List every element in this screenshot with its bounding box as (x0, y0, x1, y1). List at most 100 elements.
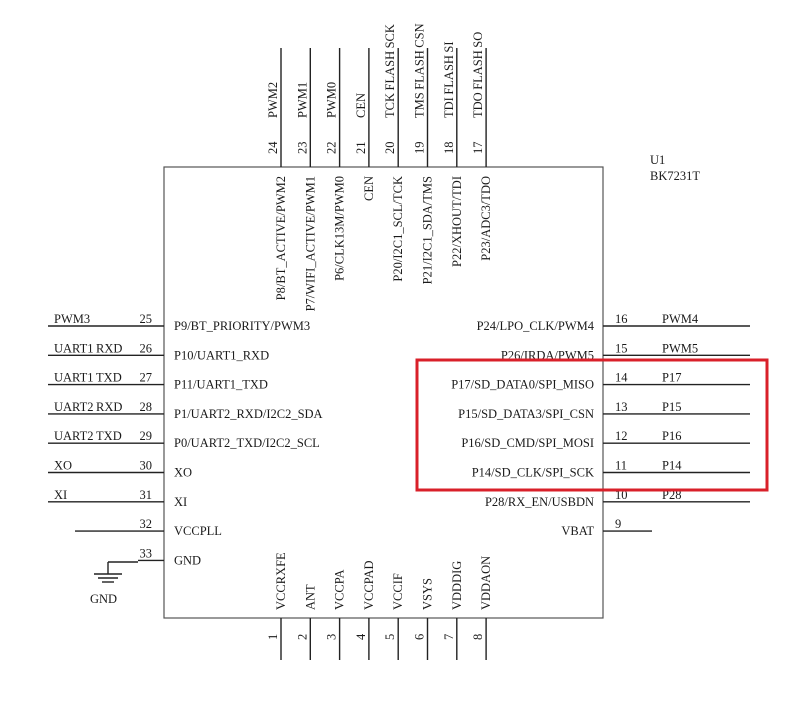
pin-number: 9 (615, 517, 621, 531)
net-label: PWM4 (662, 312, 699, 326)
pin-name: P8/BT_ACTIVE/PWM2 (274, 176, 288, 300)
net-label: UART2 TXD (54, 429, 122, 443)
pin-name: P23/ADC3/TDO (479, 176, 493, 261)
pin-26: 26 UART1 RXD P10/UART1_RXD (48, 341, 269, 362)
net-label: P14 (662, 459, 682, 473)
pin-name: VSYS (421, 578, 435, 610)
pin-name: VDDDIG (450, 561, 464, 610)
pin-name: P14/SD_CLK/SPI_SCK (472, 466, 594, 480)
pin-name: VCCIF (391, 573, 405, 610)
pin-29: 29 UART2 TXD P0/UART2_TXD/I2C2_SCL (48, 429, 320, 450)
net-label: CEN (354, 93, 368, 118)
ic-body (163, 166, 604, 619)
pin-8: 8 VDDAON (471, 556, 493, 660)
pin-name: P17/SD_DATA0/SPI_MISO (451, 378, 594, 392)
pin-number: 23 (295, 142, 309, 155)
pin-name: P20/I2C1_SCL/TCK (391, 176, 405, 282)
net-label: PWM2 (266, 82, 280, 118)
pin-number: 24 (266, 141, 280, 154)
pin-name: P0/UART2_TXD/I2C2_SCL (174, 436, 320, 450)
pin-28: 28 UART2 RXD P1/UART2_RXD/I2C2_SDA (48, 400, 323, 421)
pin-name: P16/SD_CMD/SPI_MOSI (461, 436, 594, 450)
pin-number: 32 (140, 517, 153, 531)
pin-name: VDDAON (479, 556, 493, 610)
pin-number: 26 (140, 341, 153, 355)
pin-name: P15/SD_DATA3/SPI_CSN (458, 407, 594, 421)
ref-designator: U1 (650, 153, 665, 167)
pin-19: 19 TMS FLASH CSN P21/I2C1_SDA/TMS (413, 23, 435, 284)
pin-number: 16 (615, 312, 628, 326)
net-label: UART2 RXD (54, 400, 122, 414)
pin-number: 2 (295, 634, 309, 640)
pin-number: 29 (140, 429, 153, 443)
pin-number: 21 (354, 142, 368, 155)
pin-name: VCCPAD (362, 560, 376, 610)
net-label: TDI FLASH SI (442, 41, 456, 118)
pin-name: GND (174, 553, 201, 567)
pin-name: VCCRXFE (274, 552, 288, 610)
net-label: P16 (662, 429, 681, 443)
pin-number: 20 (383, 142, 397, 155)
pin-number: 28 (140, 400, 153, 414)
net-label: TDO FLASH SO (471, 32, 485, 118)
pin-2: 2 ANT (295, 584, 317, 660)
pin-name: XI (174, 495, 187, 509)
pin-number: 19 (413, 142, 427, 155)
pin-1: 1 VCCRXFE (266, 552, 288, 660)
pin-name: P6/CLK13M/PWM0 (333, 176, 347, 281)
pin-number: 18 (442, 142, 456, 155)
pin-number: 31 (140, 488, 153, 502)
pin-name: P24/LPO_CLK/PWM4 (477, 319, 595, 333)
highlight-box (415, 358, 769, 492)
net-label: TMS FLASH CSN (413, 23, 427, 118)
pin-number: 3 (325, 634, 339, 640)
pin-name: P9/BT_PRIORITY/PWM3 (174, 319, 310, 333)
pin-4: 4 VCCPAD (354, 560, 376, 660)
pin-name: P28/RX_EN/USBDN (485, 495, 594, 509)
pin-name: ANT (303, 584, 317, 610)
pin-name: P21/I2C1_SDA/TMS (421, 176, 435, 284)
net-label: XI (54, 488, 67, 502)
net-label: UART1 RXD (54, 341, 122, 355)
pin-number: 15 (615, 341, 628, 355)
pin-number: 12 (615, 429, 628, 443)
pin-number: 5 (383, 634, 397, 640)
pin-number: 8 (471, 634, 485, 640)
bottom-pin-group: 1VCCRXFE2ANT3VCCPA4VCCPAD5VCCIF6VSYS7VDD… (266, 552, 493, 660)
pin-name: P10/UART1_RXD (174, 348, 269, 362)
pin-name: P22/XHOUT/TDI (450, 176, 464, 267)
ground-symbol: GND (90, 561, 138, 606)
pin-number: 14 (615, 371, 628, 385)
net-label: PWM5 (662, 341, 698, 355)
pin-number: 1 (266, 634, 280, 640)
pin-5: 5 VCCIF (383, 573, 405, 660)
part-number: BK7231T (650, 169, 700, 183)
net-label: PWM3 (54, 312, 90, 326)
pin-name: CEN (362, 176, 376, 201)
net-label: PWM0 (325, 82, 339, 118)
pin-name: P1/UART2_RXD/I2C2_SDA (174, 407, 323, 421)
pin-number: 4 (354, 633, 368, 640)
pin-number: 25 (140, 312, 153, 326)
pin-18: 18 TDI FLASH SI P22/XHOUT/TDI (442, 41, 464, 267)
